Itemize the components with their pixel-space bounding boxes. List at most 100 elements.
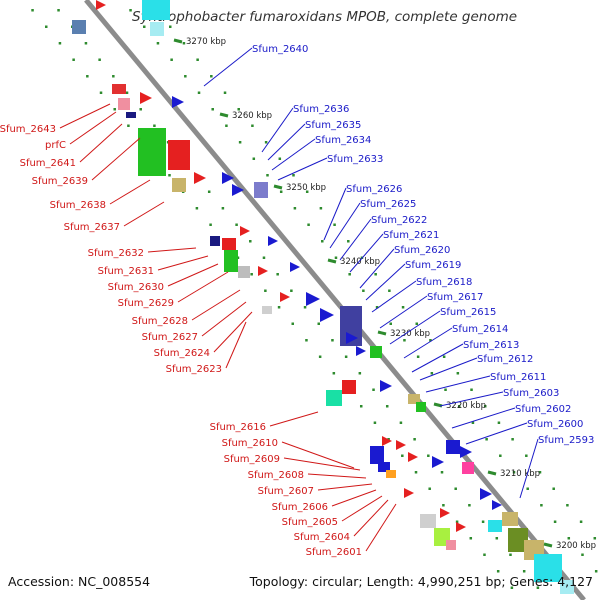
gene-arrow [408,452,418,462]
gene-block [326,390,342,406]
gene-label-reverse: Sfum_2610 [222,438,278,449]
leader-line [191,289,241,321]
tick-mark [307,223,310,226]
gene-label-reverse: Sfum_2601 [306,547,362,558]
tick-mark [375,306,379,309]
tick-mark [389,322,393,325]
gene-block [446,540,456,550]
tick-mark [207,190,211,193]
gene-label-reverse: Sfum_2628 [132,316,188,327]
tick-mark [510,586,514,589]
gene-label-reverse: Sfum_2605 [282,517,338,528]
tick-mark [319,207,323,210]
tick-mark [113,108,116,111]
gene-arrow [346,332,358,344]
leader-line [419,357,478,381]
tick-mark [168,174,171,177]
tick-mark [318,355,322,358]
leader-line [359,248,395,289]
tick-mark [485,438,488,441]
gene-arrow [290,262,300,272]
tick-mark [139,108,142,111]
gene-label-reverse: Sfum_2641 [20,158,76,169]
leader-line [329,202,361,249]
gene-arrow [240,226,250,236]
tick-mark [264,289,267,292]
tick-mark [387,438,390,441]
scale-tick [377,330,387,336]
gene-label-forward: Sfum_2634 [315,135,371,146]
tick-mark [211,108,214,111]
gene-block [386,470,396,478]
gene-block [416,402,426,412]
tick-mark [292,174,295,177]
tick-mark [483,553,486,556]
gene-label-forward: Sfum_2613 [463,340,519,351]
gene-label-forward: Sfum_2617 [427,292,483,303]
gene-label-reverse: Sfum_2627 [142,332,198,343]
tick-mark [512,471,516,474]
gene-label-forward: Sfum_2619 [405,260,461,271]
gene-arrow [280,292,290,302]
tick-mark [262,256,266,259]
gene-arrow [232,184,244,196]
gene-arrow [306,292,320,306]
tick-mark [252,157,256,160]
tick-mark [483,405,487,408]
tick-mark [168,25,172,28]
gene-block [172,178,186,192]
gene-arrow [96,0,106,10]
tick-mark [279,190,283,193]
tick-mark [567,537,571,540]
gene-block [112,84,126,94]
tick-mark [401,306,405,309]
gene-block [560,580,574,594]
genome-backbone [84,0,586,600]
genome-summary: Topology: circular; Length: 4,990,251 bp… [249,574,593,589]
leader-line [267,123,306,161]
gene-label-reverse: Sfum_2643 [0,124,56,135]
tick-mark [238,141,242,144]
tick-mark [72,58,75,61]
gene-block [340,306,362,346]
gene-arrow [456,522,466,532]
tick-mark [225,124,228,127]
gene-label-reverse: Sfum_2629 [118,298,174,309]
gene-block [72,20,86,34]
gene-arrow [396,440,406,450]
tick-mark [197,91,201,94]
scale-label: 3240 kbp [340,257,380,267]
gene-label-forward: Sfum_2620 [394,245,450,256]
tick-mark [277,306,281,309]
tick-mark [414,471,418,474]
gene-arrow [194,172,206,184]
leader-line [177,271,229,303]
tick-mark [456,372,460,375]
gene-label-reverse: Sfum_2638 [50,200,106,211]
tick-mark [278,157,282,160]
gene-label-forward: Sfum_2633 [327,154,383,165]
tick-mark [303,306,307,309]
gene-arrow [480,488,492,500]
leader-line [323,187,347,241]
scale-label: 3250 kbp [286,183,326,193]
tick-mark [593,537,597,540]
gene-label-forward: Sfum_2612 [477,354,533,365]
gene-block [118,98,130,110]
leader-line [225,321,247,369]
tick-mark [334,256,338,259]
scale-tick [327,258,337,264]
tick-mark [358,372,362,375]
gene-label-forward: Sfum_2636 [293,104,349,115]
tick-mark [344,355,348,358]
tick-mark [403,339,406,342]
tick-mark [235,223,238,226]
gene-block [254,182,268,198]
tick-mark [209,223,212,226]
gene-block [150,22,164,36]
feature-blocks [72,0,574,594]
leader-line [339,218,372,261]
leader-line [261,107,294,153]
tick-mark [496,570,500,573]
